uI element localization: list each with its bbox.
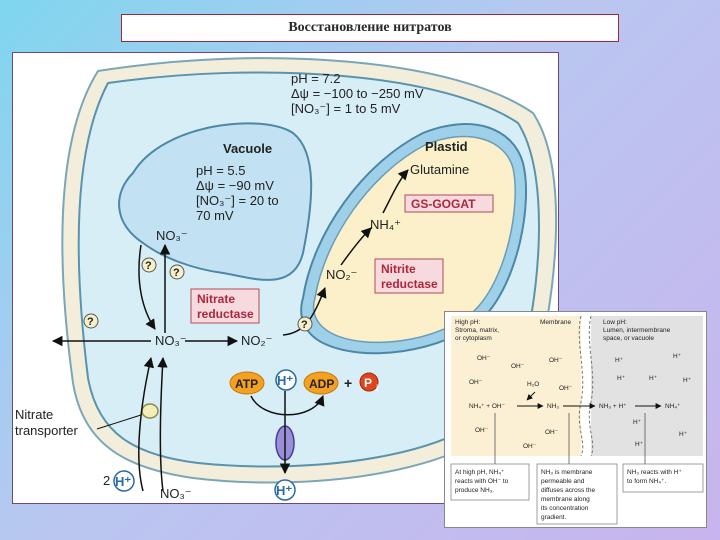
inset-note-3-line-2: to form NH₄⁺. [627, 478, 667, 485]
pi-label: P [364, 376, 372, 390]
adp-label: ADP [309, 377, 334, 391]
inset-low-ph3-text: space, or vacuole [603, 335, 654, 342]
nh4-plastid: NH₄⁺ [370, 217, 401, 232]
glutamine-label: Glutamine [410, 162, 469, 177]
main-question-text: ? [145, 260, 152, 272]
nitrate-reductase-1: Nitrate [197, 292, 235, 306]
vacuole-label: Vacuole [223, 141, 272, 156]
question-plastid [297, 316, 313, 332]
inset-note-2-line-1: NH₃ is membrane [541, 469, 593, 476]
transporter-label-2: transporter [15, 423, 79, 438]
inset-note-1-line-2: reacts with OH⁻ to [455, 478, 509, 485]
vac-dpsi: Δψ = −90 mV [196, 178, 274, 193]
question-vac-left [141, 257, 157, 273]
h-plus-out [274, 479, 296, 501]
inset-oh-text: OH⁻ [545, 429, 559, 436]
main-question-text: ? [301, 319, 308, 331]
inset-oh-text: OH⁻ [469, 379, 483, 386]
inset-note-2-line-3: diffuses across the [541, 487, 595, 494]
inset-oh-text: OH⁻ [549, 357, 563, 364]
no2-plastid: NO₂⁻ [326, 267, 357, 282]
inset-oh-text: OH⁻ [559, 385, 573, 392]
nitrate-reductase-box [190, 288, 260, 324]
inset-oh-text: OH⁻ [477, 355, 491, 362]
main-question-text: ? [173, 267, 180, 279]
no3-center: NO₃⁻ [155, 333, 187, 348]
question-left [83, 313, 99, 329]
h-plus-in [113, 470, 135, 492]
cyto-conc: [NO₃⁻] = 1 to 5 mV [291, 101, 401, 116]
inset-note-1-line-1: At high pH, NH₄⁺ [455, 469, 505, 476]
inset-note-1-box [450, 463, 530, 501]
h-plus-in-label: H⁺ [115, 474, 131, 489]
transporter-label-1: Nitrate [15, 407, 53, 422]
inset-membrane-label: Membrane [540, 319, 571, 326]
nitrate-reductase-2: reductase [197, 307, 254, 321]
inset-note-2-line-4: membrane along [541, 496, 590, 503]
inset-eq-left: NH₄⁺ + OH⁻ [469, 403, 506, 410]
no3-out: NO₃⁻ [160, 486, 192, 501]
no3-vacuole: NO₃⁻ [156, 228, 188, 243]
nitrite-reductase-1: Nitrite [381, 262, 416, 276]
plastid-label: Plastid [425, 139, 468, 154]
pi-badge [359, 372, 379, 392]
inset-oh-text: OH⁻ [523, 443, 537, 450]
inset-note-1-line-3: produce NH₃. [455, 487, 494, 494]
ammonia-inset-figure: High pH: Stroma, matrix, or cytoplasm Me… [444, 311, 707, 528]
inset-oh-text: OH⁻ [475, 427, 489, 434]
inset-h-text: H⁺ [683, 377, 692, 384]
pi-sub: i [376, 383, 379, 393]
inset-h2o-text: H₂O [527, 381, 539, 388]
atp-badge [229, 371, 265, 395]
nitrite-reductase-2: reductase [381, 277, 438, 291]
inset-h-text: H⁺ [633, 419, 642, 426]
cyto-ph: pH = 7.2 [291, 71, 341, 86]
adp-badge [303, 371, 339, 395]
inset-h-text: H⁺ [615, 357, 624, 364]
question-vac-right [169, 264, 185, 280]
vac-conc-2: 70 mV [196, 208, 234, 223]
inset-note-3-box [622, 463, 704, 493]
atp-label: ATP [235, 377, 258, 391]
no2-center: NO₂⁻ [241, 333, 272, 348]
h-plus-out-label: H⁺ [276, 483, 292, 498]
inset-eq-right: NH₃ + H⁺ [599, 403, 627, 410]
gs-gogat-label: GS-GOGAT [411, 197, 476, 211]
plus-sign: + [344, 375, 352, 391]
inset-h-text: H⁺ [679, 431, 688, 438]
nitrate-transporter [141, 403, 159, 419]
inset-h-text: H⁺ [673, 353, 682, 360]
gs-gogat-box [404, 194, 494, 213]
cyto-dpsi: Δψ = −100 to −250 mV [291, 86, 424, 101]
slide-title-box: Восстановление нитратов [121, 14, 619, 42]
nitrite-reductase-box [374, 258, 444, 294]
inset-low-ph: Low pH: [603, 319, 627, 326]
inset-note-2-line-5: its concentration [541, 505, 589, 512]
vac-ph: pH = 5.5 [196, 163, 246, 178]
inset-high-ph2-text: Stroma, matrix, [455, 327, 499, 334]
inset-oh-text: OH⁻ [511, 363, 525, 370]
inset-h-text: H⁺ [649, 375, 658, 382]
inset-nh4-right: NH₄⁺ [665, 403, 681, 410]
inset-high-ph3-text: or cytoplasm [455, 335, 492, 342]
inset-note-2-box [536, 463, 618, 525]
vacuole [118, 122, 313, 281]
inset-h-text: H⁺ [635, 441, 644, 448]
inset-high-ph: High pH: [455, 319, 480, 326]
inset-note-3-line-1: NH₃ reacts with H⁺ [627, 469, 682, 476]
h-plus-top-label: H⁺ [277, 373, 293, 388]
plastid-stroma [312, 135, 516, 344]
two-label: 2 [103, 473, 110, 488]
vac-conc-1: [NO₃⁻] = 20 to [196, 193, 279, 208]
inset-note-2-line-6: gradient. [541, 514, 566, 521]
slide-title: Восстановление нитратов [288, 20, 452, 35]
inset-low-ph2-text: Lumen, intermembrane [603, 327, 671, 334]
inset-h-text: H⁺ [617, 375, 626, 382]
nitrate-reduction-diagram: pH = 7.2 Δψ = −100 to −250 mV [NO₃⁻] = 1… [12, 52, 559, 504]
main-question-text: ? [87, 316, 94, 328]
inset-membrane [578, 315, 584, 457]
inset-nh3: NH₃ [547, 403, 559, 410]
h-plus-top [275, 369, 297, 391]
inset-note-2-line-2: permeable and [541, 478, 585, 485]
